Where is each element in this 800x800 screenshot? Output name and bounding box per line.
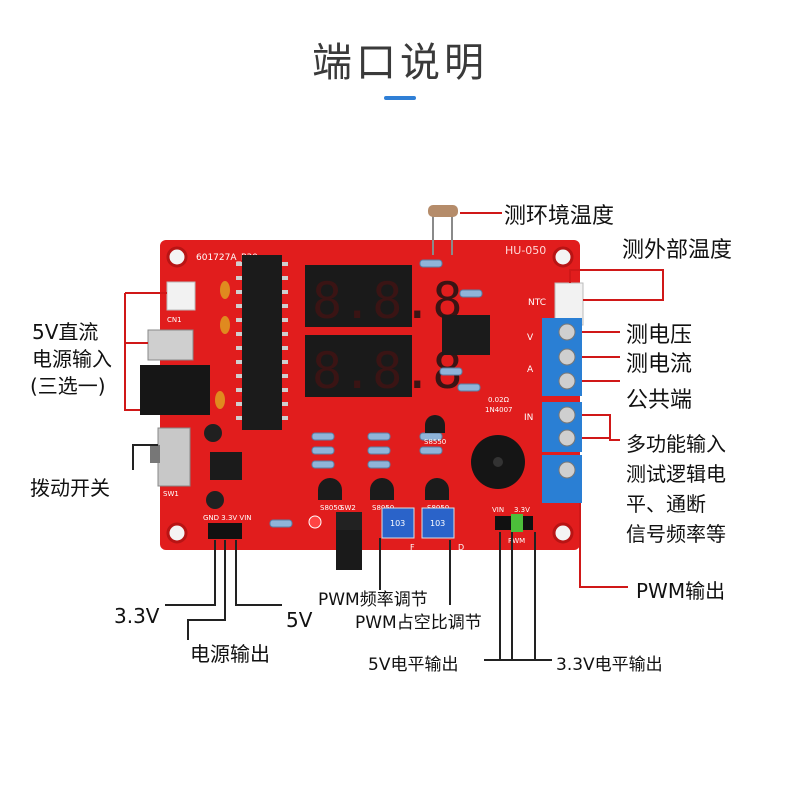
label-pwm-duty: PWM占空比调节 — [355, 613, 482, 633]
ntc-sensor — [428, 205, 458, 217]
label-dc-input-1: 5V直流 — [32, 320, 99, 344]
svg-text:8.8.8: 8.8.8 — [312, 272, 463, 330]
label-dc-input-3: (三选一) — [30, 374, 106, 398]
label-power-output: 电源输出 — [190, 642, 270, 666]
toggle-switch — [157, 427, 191, 487]
label-5v: 5V — [286, 608, 313, 632]
transistors — [318, 415, 449, 500]
capacitors — [215, 281, 230, 409]
shunt-label: 0.02Ω — [488, 396, 510, 404]
label-multi-input-1: 多功能输入 — [626, 432, 726, 456]
board-brand-text: HU-050 — [505, 244, 546, 257]
resistors — [269, 259, 483, 528]
power-header-silk: GND 3.3V VIN — [203, 514, 252, 522]
terminal-in-label: IN — [524, 413, 533, 423]
vin-silk: VIN — [492, 506, 504, 514]
opamp-chip — [442, 315, 490, 355]
pot-f-label: F — [410, 543, 415, 552]
pot-d-label: D — [458, 543, 464, 552]
cn1-label: CN1 — [167, 316, 182, 324]
sw1-label: SW1 — [163, 490, 179, 498]
pwm-silk: PWM — [508, 537, 525, 545]
electrolytic-cap — [204, 424, 222, 442]
label-common-terminal: 公共端 — [626, 388, 693, 413]
label-ambient-temp: 测环境温度 — [504, 204, 615, 229]
label-5v-level: 5V电平输出 — [368, 655, 459, 675]
terminal-v-label: V — [527, 333, 534, 343]
voltage-regulator — [210, 452, 242, 480]
label-pwm-output: PWM输出 — [636, 579, 726, 603]
ntc-sensor-leads — [432, 215, 453, 255]
dc-jack — [140, 365, 210, 415]
power-header — [208, 523, 242, 539]
label-external-temp: 测外部温度 — [622, 238, 733, 263]
diode-label: 1N4007 — [485, 406, 513, 414]
label-measure-current: 测电流 — [626, 352, 693, 377]
pot-freq-value: 103 — [390, 519, 405, 528]
display-bottom: 8.8.8 — [305, 335, 463, 400]
label-multi-input-2: 测试逻辑电 — [626, 462, 726, 486]
page-title: 端口说明 — [312, 40, 488, 86]
svg-text:8.8.8: 8.8.8 — [312, 342, 463, 400]
mount-hole — [552, 522, 574, 544]
leader-lines-dark — [132, 444, 552, 661]
display-top: 8.8.8 — [305, 265, 463, 330]
header-cn1 — [166, 281, 196, 311]
sw2-label: SW2 — [340, 504, 356, 512]
label-pwm-freq: PWM频率调节 — [318, 590, 428, 610]
ntc-silk: NTC — [528, 298, 546, 308]
pot-duty-value: 103 — [430, 519, 445, 528]
pot-freq — [381, 507, 415, 539]
board-model-text: 601727A_P30 — [196, 253, 258, 263]
mount-hole — [166, 522, 188, 544]
label-measure-voltage: 测电压 — [626, 323, 693, 348]
mount-hole — [552, 246, 574, 268]
mount-hole — [166, 246, 188, 268]
label-multi-input-3: 平、通断 — [626, 492, 706, 516]
electrolytic-cap — [206, 491, 224, 509]
leader-lines-red — [124, 212, 664, 588]
led — [308, 515, 322, 529]
q1-label: S8050 — [320, 504, 342, 512]
q2-label: S8550 — [424, 438, 446, 446]
title-underline — [384, 96, 416, 100]
mcu-chip — [242, 255, 282, 430]
label-multi-input-4: 信号频率等 — [626, 522, 726, 546]
label-toggle-switch: 拨动开关 — [30, 476, 110, 500]
label-3v3-level: 3.3V电平输出 — [556, 655, 663, 675]
label-3v3: 3.3V — [114, 604, 160, 628]
v33-silk: 3.3V — [514, 506, 530, 514]
pot-duty — [421, 507, 455, 539]
usb-port — [147, 329, 194, 361]
terminal-a-label: A — [527, 365, 534, 375]
label-dc-input-2: 电源输入 — [32, 347, 112, 371]
